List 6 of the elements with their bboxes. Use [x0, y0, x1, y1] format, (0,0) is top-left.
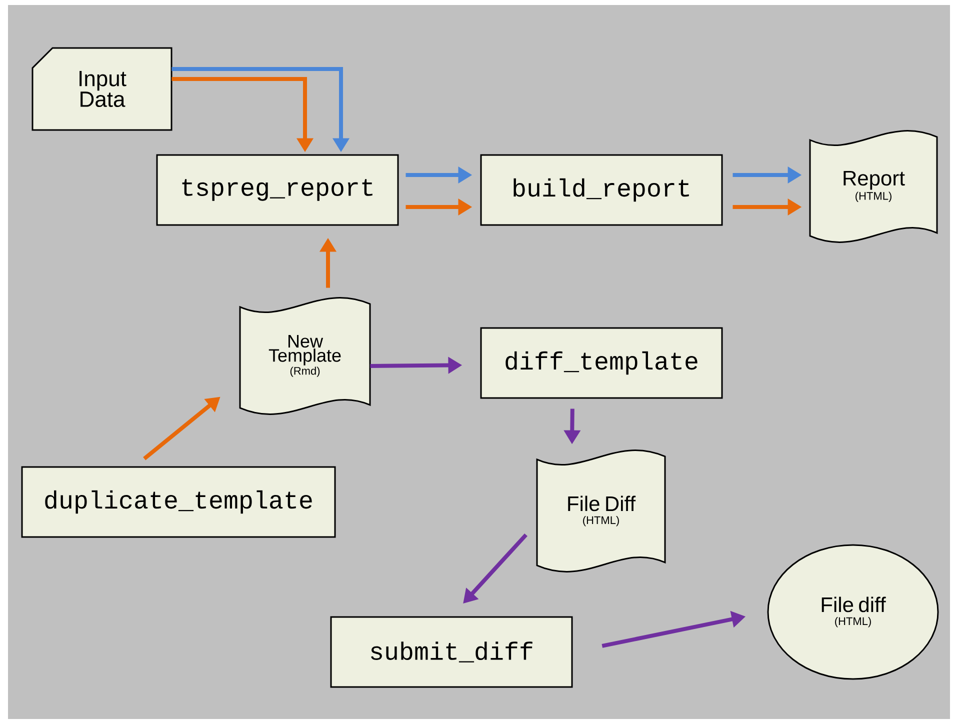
- function-box: submit_diff: [330, 616, 573, 688]
- function-box: tspreg_report: [156, 154, 399, 226]
- function-box: duplicate_template: [21, 466, 336, 538]
- input-card: Input Data: [32, 47, 172, 131]
- function-box: build_report: [480, 154, 723, 226]
- function-box: diff_template: [480, 327, 723, 399]
